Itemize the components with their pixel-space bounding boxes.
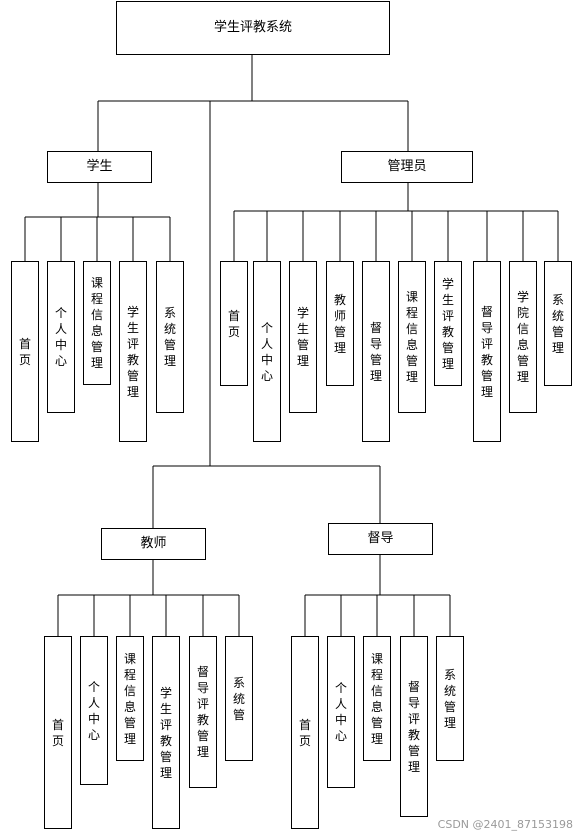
student-child-label: 个人中心	[54, 306, 67, 368]
admin-child-label: 督导评教管理	[480, 304, 493, 399]
supervisor-child-node: 首页	[291, 636, 319, 829]
admin-child-label: 系统管理	[551, 292, 564, 355]
teacher-child-label: 个人中心	[87, 679, 100, 742]
supervisor-child-label: 首页	[298, 717, 311, 748]
supervisor-child-node: 系统管理	[436, 636, 464, 761]
teacher-node: 教师	[101, 528, 206, 560]
teacher-child-node: 系统管	[225, 636, 253, 761]
admin-child-node: 首页	[220, 261, 248, 386]
student-child-node: 首页	[11, 261, 39, 442]
admin-child-label: 首页	[227, 308, 240, 339]
teacher-child-node: 个人中心	[80, 636, 108, 785]
admin-child-node: 督导评教管理	[473, 261, 501, 442]
teacher-child-node: 课程信息管理	[116, 636, 144, 761]
supervisor-child-node: 督导评教管理	[400, 636, 428, 817]
student-child-node: 学生评教管理	[119, 261, 147, 442]
student-child-label: 学生评教管理	[126, 304, 139, 399]
supervisor-child-label: 督导评教管理	[407, 679, 420, 774]
teacher-child-label: 学生评教管理	[159, 685, 172, 780]
admin-child-node: 课程信息管理	[398, 261, 426, 413]
supervisor-child-label: 课程信息管理	[370, 651, 383, 746]
admin-child-label: 督导管理	[369, 320, 382, 383]
student-label: 学生	[86, 159, 113, 174]
supervisor-node: 督导	[328, 523, 433, 555]
teacher-child-node: 首页	[44, 636, 72, 829]
supervisor-label: 督导	[367, 531, 394, 546]
student-child-label: 课程信息管理	[90, 276, 103, 370]
admin-child-node: 系统管理	[544, 261, 572, 386]
admin-child-node: 学生管理	[289, 261, 317, 413]
student-child-label: 首页	[18, 336, 31, 367]
admin-child-node: 个人中心	[253, 261, 281, 442]
admin-child-label: 学生管理	[296, 306, 309, 368]
root-label: 学生评教系统	[213, 20, 292, 35]
admin-label: 管理员	[387, 159, 427, 174]
admin-child-label: 学院信息管理	[516, 290, 529, 384]
student-child-node: 系统管理	[156, 261, 184, 413]
student-node: 学生	[47, 151, 152, 183]
supervisor-child-label: 个人中心	[334, 681, 347, 743]
admin-child-label: 学生评教管理	[441, 276, 454, 371]
student-child-node: 课程信息管理	[83, 261, 111, 385]
teacher-child-label: 系统管	[232, 675, 245, 722]
admin-child-label: 教师管理	[333, 292, 346, 355]
supervisor-child-label: 系统管理	[443, 667, 456, 730]
watermark-text: CSDN @2401_87153198	[437, 818, 573, 831]
admin-node: 管理员	[341, 151, 473, 183]
admin-child-node: 学生评教管理	[434, 261, 462, 386]
root-node: 学生评教系统	[116, 1, 390, 55]
admin-child-node: 学院信息管理	[509, 261, 537, 413]
teacher-child-label: 课程信息管理	[123, 651, 136, 746]
teacher-child-node: 督导评教管理	[189, 636, 217, 788]
supervisor-child-node: 课程信息管理	[363, 636, 391, 761]
admin-child-node: 教师管理	[326, 261, 354, 386]
teacher-child-label: 督导评教管理	[196, 665, 209, 759]
admin-child-label: 课程信息管理	[405, 290, 418, 384]
supervisor-child-node: 个人中心	[327, 636, 355, 788]
student-child-label: 系统管理	[163, 306, 176, 368]
student-child-node: 个人中心	[47, 261, 75, 413]
admin-child-node: 督导管理	[362, 261, 390, 442]
teacher-child-label: 首页	[51, 717, 64, 748]
admin-child-label: 个人中心	[260, 320, 273, 383]
teacher-child-node: 学生评教管理	[152, 636, 180, 829]
teacher-label: 教师	[140, 536, 167, 551]
